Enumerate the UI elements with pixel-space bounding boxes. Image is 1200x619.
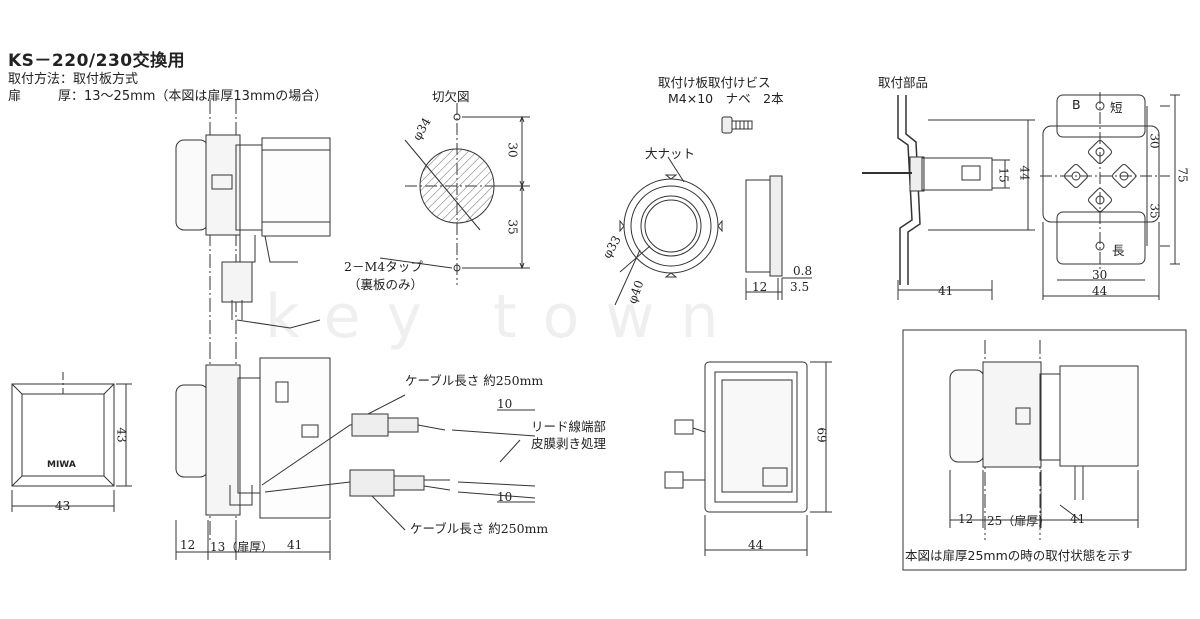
short-side-label: 短	[1110, 100, 1123, 115]
screw-hole-group	[1064, 140, 1136, 212]
cutout-label: 切欠図	[432, 89, 470, 104]
side-b-label: B	[1072, 97, 1081, 112]
dim-side-13: 13（扉厚）	[210, 540, 274, 554]
door-thickness-text: 厚：13～25mm（本図は扉厚13mmの場合）	[58, 89, 328, 104]
dim-plate-44v: 44	[1017, 165, 1032, 181]
door-label: 扉	[8, 89, 22, 104]
dim-side-12: 12	[180, 538, 196, 552]
tap-note: （裏板のみ）	[348, 277, 424, 292]
dim-plate-41: 41	[938, 284, 954, 298]
side-view-top	[175, 100, 331, 345]
side-view-bottom	[175, 345, 536, 560]
mount-method-text: 取付方法：取付板方式	[8, 72, 139, 87]
dim-wire-10b: 10	[497, 490, 513, 504]
dim-cut-bottom: 35	[505, 219, 520, 235]
installation-detail	[902, 329, 1187, 571]
watermark: key town	[265, 282, 745, 352]
bracket-side-view	[862, 95, 1035, 300]
cutout-view	[379, 103, 530, 285]
big-nut-label: 大ナット	[645, 146, 696, 161]
screw-spec: M4×10 ナベ 2本	[668, 91, 784, 106]
dim-nut-thick: 0.8	[793, 264, 813, 278]
dim-plate-75: 75	[1175, 167, 1190, 183]
back-view	[664, 361, 832, 556]
dim-nut-12: 12	[752, 280, 768, 294]
face-plate-view	[11, 372, 132, 512]
dim-face-43v: 43	[114, 427, 129, 443]
long-side-label: 長	[1112, 243, 1125, 258]
dim-plate-35: 35	[1147, 203, 1162, 219]
bracket-front-view	[1040, 92, 1180, 300]
dim-plate-44: 44	[1092, 284, 1108, 298]
dim-inst-25: 25（扉厚）	[987, 514, 1051, 528]
dim-inst-41: 41	[1070, 512, 1086, 526]
dim-side-41: 41	[287, 538, 303, 552]
dim-wire-10a: 10	[497, 397, 513, 411]
screw-title: 取付け板取付けビス	[658, 75, 771, 90]
tap-label: 2－M4タップ	[344, 259, 423, 274]
dim-plate-30: 30	[1147, 133, 1162, 149]
dim-nut-35: 3.5	[790, 280, 810, 294]
dim-plate-15: 15	[996, 167, 1011, 183]
lead-end-label: リード線端部	[531, 419, 607, 434]
nut-front-view	[614, 156, 723, 306]
installation-note: 本図は扉厚25mmの時の取付状態を示す	[905, 548, 1133, 563]
cable-length-top: ケーブル長さ 約250mm	[405, 373, 544, 388]
dim-cut-top: 30	[505, 142, 520, 158]
page-title: KS－220/230交換用	[8, 51, 186, 71]
dim-back-44: 44	[748, 538, 764, 552]
lead-strip-label: 皮膜剥き処理	[531, 436, 607, 451]
dim-inst-12: 12	[958, 512, 974, 526]
dim-face-43h: 43	[55, 499, 71, 513]
dim-plate-30b: 30	[1092, 268, 1108, 282]
nut-side-view	[745, 175, 812, 300]
parts-label: 取付部品	[878, 75, 929, 90]
screw-icon	[721, 116, 753, 134]
brand-logo: MIWA	[47, 460, 76, 470]
cable-length-bottom: ケーブル長さ 約250mm	[410, 521, 549, 536]
dim-back-69: 69	[814, 427, 829, 443]
